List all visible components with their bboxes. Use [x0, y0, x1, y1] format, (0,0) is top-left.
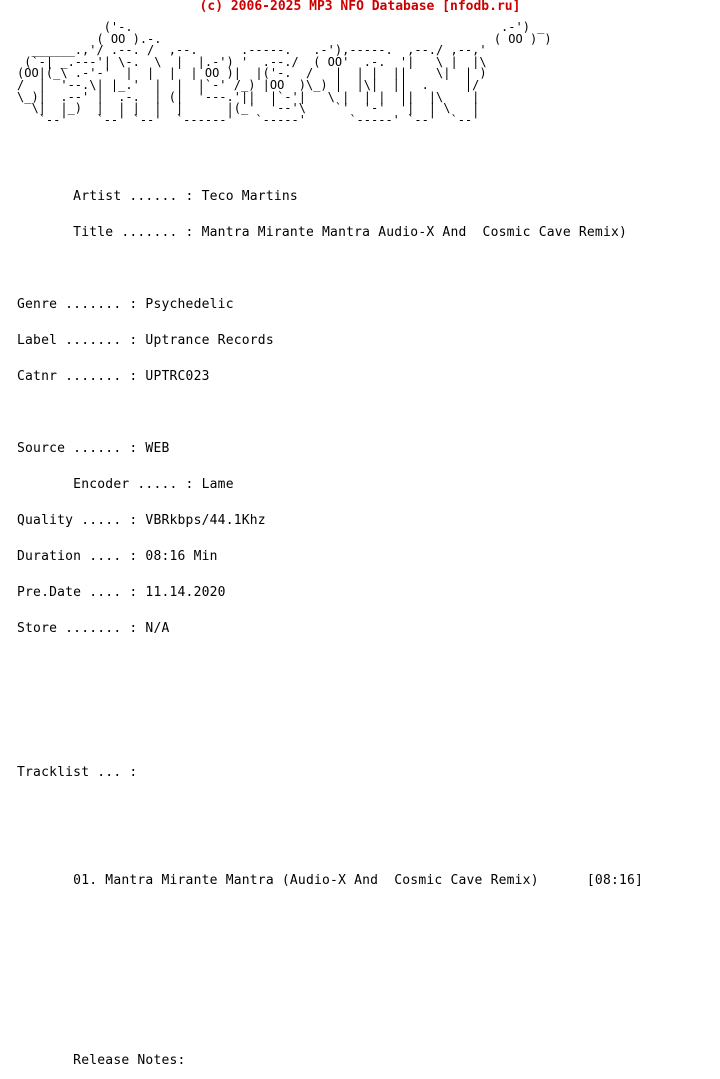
blank-line	[17, 407, 643, 419]
predate-line: Pre.Date .... : 11.14.2020	[17, 585, 226, 600]
blank-line	[17, 1019, 643, 1031]
blank-line	[17, 803, 643, 815]
label-line: Label ....... : Uptrance Records	[17, 333, 274, 348]
release-notes-heading: Release Notes:	[17, 1053, 186, 1068]
nfodb-copyright-header: (c) 2006-2025 MP3 NFO Database [nfodb.ru…	[199, 0, 521, 14]
title-line: Title ....... : Mantra Mirante Mantra Au…	[17, 225, 628, 240]
catnr-line: Catnr ....... : UPTRC023	[17, 369, 210, 384]
blank-line	[17, 947, 643, 959]
blank-line	[17, 911, 643, 923]
tracklist-heading: Tracklist ... :	[17, 765, 138, 780]
nfo-body: Artist ...... : Teco Martins Title .....…	[17, 167, 643, 1079]
blank-line	[17, 263, 643, 275]
blank-line	[17, 659, 643, 671]
duration-line: Duration .... : 08:16 Min	[17, 549, 218, 564]
blank-line	[17, 731, 643, 743]
encoder-line: Encoder ..... : Lame	[17, 477, 234, 492]
artist-line: Artist ...... : Teco Martins	[17, 189, 298, 204]
blank-line	[17, 695, 643, 707]
source-line: Source ...... : WEB	[17, 441, 170, 456]
genre-line: Genre ....... : Psychedelic	[17, 297, 234, 312]
blank-line	[17, 839, 643, 851]
blank-line	[17, 983, 643, 995]
track-line: 01. Mantra Mirante Mantra (Audio-X And C…	[17, 873, 644, 888]
store-line: Store ....... : N/A	[17, 621, 170, 636]
quality-line: Quality ..... : VBRkbps/44.1Khz	[17, 513, 266, 528]
ascii-art-logo: ('-. .-') _ ( OO ).-. ( OO ) ) ______.,'…	[17, 20, 552, 127]
